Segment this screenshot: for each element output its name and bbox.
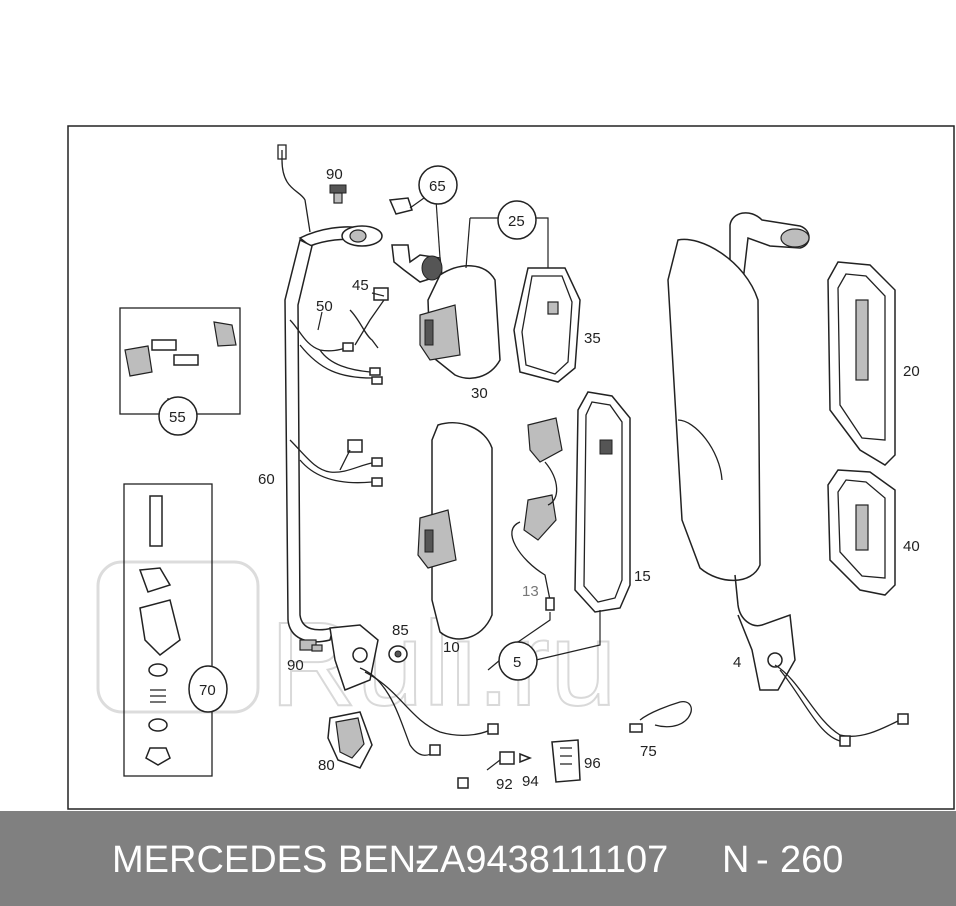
callout-50: 50	[316, 298, 333, 315]
nut-85	[388, 645, 408, 663]
callout-10: 10	[443, 639, 460, 656]
callout-circle-25	[497, 200, 537, 240]
callout-75: 75	[640, 743, 657, 760]
page-prefix: N	[722, 839, 750, 881]
callout-35: 35	[584, 330, 601, 347]
mirror-glass-35	[513, 267, 581, 383]
callout-45: 45	[352, 277, 369, 294]
callout-13: 13	[522, 583, 539, 600]
callout-30: 30	[471, 385, 488, 402]
callout-60: 60	[258, 471, 275, 488]
callout-25: 25	[508, 213, 525, 230]
callout-4: 4	[733, 654, 741, 671]
kit-box-70	[123, 483, 213, 777]
footer-bar: MERCEDES BENZ - A9438111107 N - 260	[0, 811, 956, 906]
callout-96: 96	[584, 755, 601, 772]
page-number: 260	[780, 839, 844, 881]
cover-80	[327, 711, 373, 769]
brand-name: MERCEDES BENZ	[112, 839, 440, 881]
callout-92: 92	[496, 776, 513, 793]
cover-40	[827, 469, 896, 596]
mirror-housing-30	[419, 265, 501, 379]
callout-94: 94	[522, 773, 539, 790]
mirror-glass-15	[574, 391, 631, 613]
wiring-harness-50	[289, 287, 389, 385]
callout-55: 55	[169, 409, 186, 426]
cover-20	[827, 261, 896, 466]
bolt-90-top	[329, 184, 347, 204]
callout-70: 70	[199, 682, 216, 699]
callout-circle-5	[498, 641, 538, 681]
bracket-cable	[359, 667, 499, 756]
parts-diagram: Ruli.ru	[67, 125, 955, 810]
cable-tie-75	[629, 701, 692, 733]
callout-40: 40	[903, 538, 920, 555]
callout-85: 85	[392, 622, 409, 639]
wiring-harness-60	[289, 439, 383, 487]
callout-circle-55	[158, 396, 198, 436]
callout-90-top: 90	[326, 166, 343, 183]
callout-80: 80	[318, 757, 335, 774]
adjuster-motor-13	[511, 417, 563, 611]
separator: -	[415, 839, 428, 881]
connectors-92-94-96	[457, 739, 581, 789]
mirror-bracket-arm	[277, 144, 383, 691]
separator: -	[756, 839, 769, 881]
leader-lines	[167, 197, 601, 771]
diagram-frame	[67, 125, 955, 810]
mirror-head-10	[417, 422, 493, 640]
callout-65: 65	[429, 178, 446, 195]
part-number: A9438111107	[440, 839, 669, 881]
lamp-65	[388, 197, 443, 283]
callout-90-bottom: 90	[287, 657, 304, 674]
callout-circle-65	[418, 165, 458, 205]
callout-5: 5	[513, 654, 521, 671]
mirror-assembly-4	[667, 212, 909, 747]
bolt-90-bottom	[299, 639, 323, 652]
callout-circle-70	[188, 665, 228, 713]
callout-20: 20	[903, 363, 920, 380]
callout-15: 15	[634, 568, 651, 585]
